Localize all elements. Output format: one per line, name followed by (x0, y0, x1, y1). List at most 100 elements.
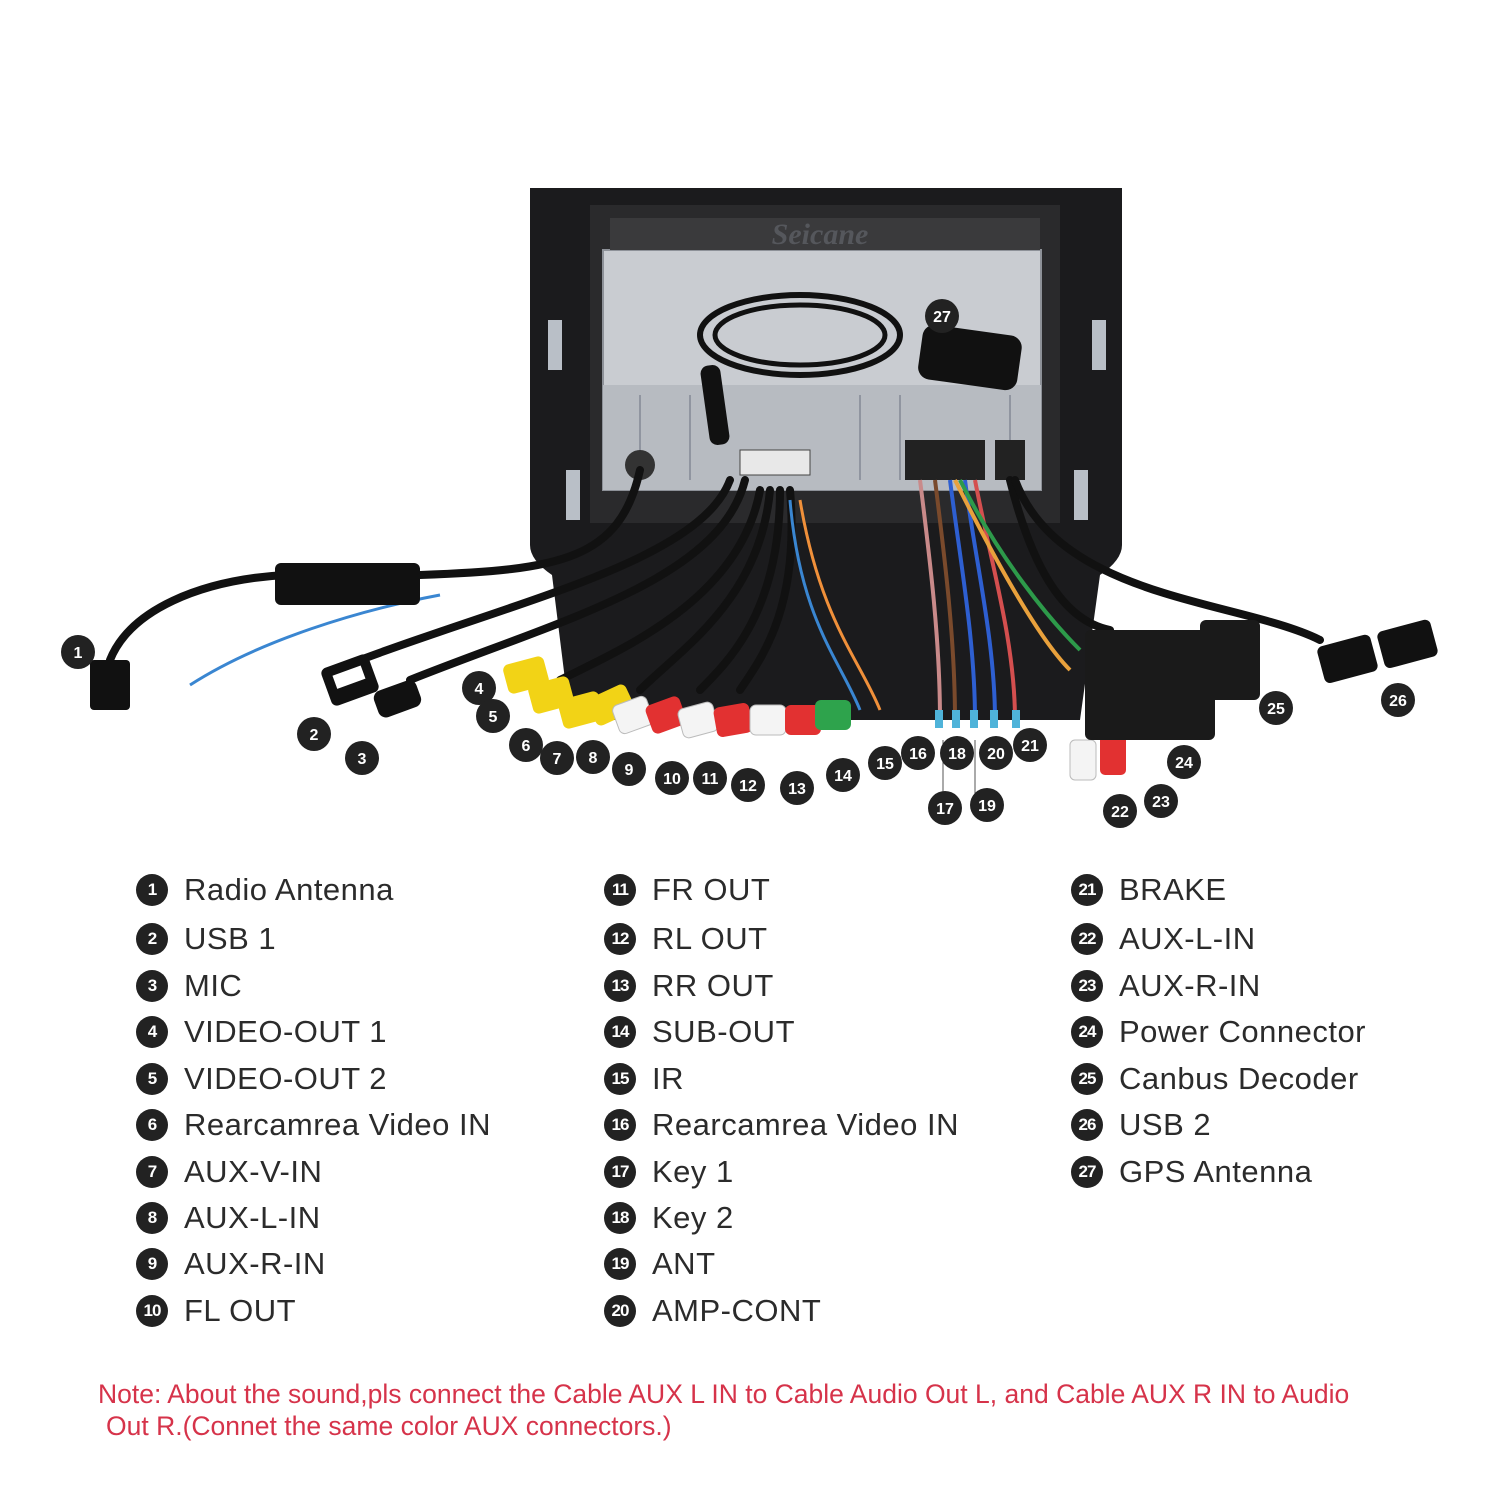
diagram-marker-label: 15 (876, 756, 894, 773)
diagram-marker: 3 (345, 741, 379, 775)
number-badge: 5 (136, 1063, 168, 1095)
mount-bracket (1092, 320, 1106, 370)
number-badge: 16 (604, 1109, 636, 1141)
diagram-marker: 25 (1259, 691, 1293, 725)
diagram-marker: 16 (901, 736, 935, 770)
legend-label: FR OUT (652, 872, 771, 907)
legend-item: 8 AUX-L-IN (136, 1198, 321, 1238)
number-badge: 8 (136, 1202, 168, 1234)
legend-item: 13 RR OUT (604, 966, 774, 1006)
diagram-marker-label: 25 (1267, 701, 1285, 718)
legend-label: AMP-CONT (652, 1293, 822, 1328)
number-badge: 25 (1071, 1063, 1103, 1095)
legend-label: SUB-OUT (652, 1014, 795, 1049)
legend-label: AUX-L-IN (1119, 921, 1256, 956)
number-badge: 11 (604, 874, 636, 906)
diagram-marker-label: 4 (475, 681, 484, 698)
diagram-marker-label: 18 (948, 746, 966, 763)
diagram-marker-label: 19 (978, 798, 996, 815)
diagram-marker-label: 1 (74, 645, 83, 662)
diagram-marker: 19 (970, 788, 1004, 822)
legend-label: Power Connector (1119, 1014, 1367, 1049)
note-line-1: Note: About the sound,pls connect the Ca… (98, 1379, 1350, 1409)
number-badge: 10 (136, 1295, 168, 1327)
diagram-marker: 22 (1103, 794, 1137, 828)
gps-antenna-puck (918, 324, 1022, 391)
number-badge: 1 (136, 874, 168, 906)
diagram-marker-label: 13 (788, 781, 806, 798)
diagram-marker: 24 (1167, 745, 1201, 779)
legend-label: IR (652, 1061, 684, 1096)
diagram-marker-label: 24 (1175, 755, 1193, 772)
diagram-marker: 23 (1144, 784, 1178, 818)
number-badge: 27 (1071, 1156, 1103, 1188)
legend-label: RR OUT (652, 968, 774, 1003)
number-badge: 9 (136, 1248, 168, 1280)
number-badge: 17 (604, 1156, 636, 1188)
diagram-marker: 4 (462, 671, 496, 705)
diagram-marker-label: 6 (522, 738, 531, 755)
note-line-2: Out R.(Connet the same color AUX connect… (106, 1411, 672, 1441)
legend-label: USB 1 (184, 921, 277, 956)
legend-label: VIDEO-OUT 1 (184, 1014, 388, 1049)
legend-item: 25 Canbus Decoder (1071, 1059, 1359, 1099)
legend-label: RL OUT (652, 921, 768, 956)
diagram-marker-label: 22 (1111, 804, 1129, 821)
legend-item: 22 AUX-L-IN (1071, 919, 1256, 959)
main-harness-socket (905, 440, 985, 480)
number-badge: 19 (604, 1248, 636, 1280)
legend-label: Radio Antenna (184, 872, 394, 907)
legend-label: AUX-R-IN (1119, 968, 1261, 1003)
legend-label: AUX-V-IN (184, 1154, 323, 1189)
number-badge: 26 (1071, 1109, 1103, 1141)
number-badge: 15 (604, 1063, 636, 1095)
diagram-marker: 21 (1013, 728, 1047, 762)
diagram-marker-label: 16 (909, 746, 927, 763)
diagram-marker: 7 (540, 741, 574, 775)
diagram-marker: 17 (928, 791, 962, 825)
number-badge: 7 (136, 1156, 168, 1188)
number-badge: 4 (136, 1016, 168, 1048)
legend-item: 14 SUB-OUT (604, 1012, 795, 1052)
number-badge: 18 (604, 1202, 636, 1234)
legend-label: Key 1 (652, 1154, 734, 1189)
number-badge: 13 (604, 970, 636, 1002)
diagram-marker-label: 8 (589, 750, 598, 767)
legend-label: ANT (652, 1246, 716, 1281)
diagram-marker-label: 2 (310, 727, 319, 744)
legend-item: 24 Power Connector (1071, 1012, 1366, 1052)
legend-item: 15 IR (604, 1059, 684, 1099)
gps-cable-coil (697, 292, 903, 378)
diagram-marker: 6 (509, 728, 543, 762)
diagram-marker-label: 26 (1389, 693, 1407, 710)
number-badge: 14 (604, 1016, 636, 1048)
diagram-marker-label: 14 (834, 768, 852, 785)
brand-logo: Seicane (772, 218, 869, 251)
diagram-marker: 13 (780, 771, 814, 805)
number-badge: 24 (1071, 1016, 1103, 1048)
mount-bracket (548, 320, 562, 370)
legend-label: Canbus Decoder (1119, 1061, 1359, 1096)
rca-plugs (503, 656, 1126, 781)
number-badge: 2 (136, 923, 168, 955)
diagram-marker: 27 (925, 299, 959, 333)
diagram-marker-label: 21 (1021, 738, 1039, 755)
diagram-marker: 14 (826, 758, 860, 792)
legend-item: 11 FR OUT (604, 870, 770, 910)
diagram-marker: 18 (940, 736, 974, 770)
number-badge: 22 (1071, 923, 1103, 955)
mount-bracket (566, 470, 580, 520)
canbus-decoder-and-power-connector (1085, 630, 1215, 740)
head-unit-illustration: Seicane (61, 188, 1438, 828)
legend-label: BRAKE (1119, 872, 1227, 907)
legend-label: AUX-L-IN (184, 1200, 321, 1235)
